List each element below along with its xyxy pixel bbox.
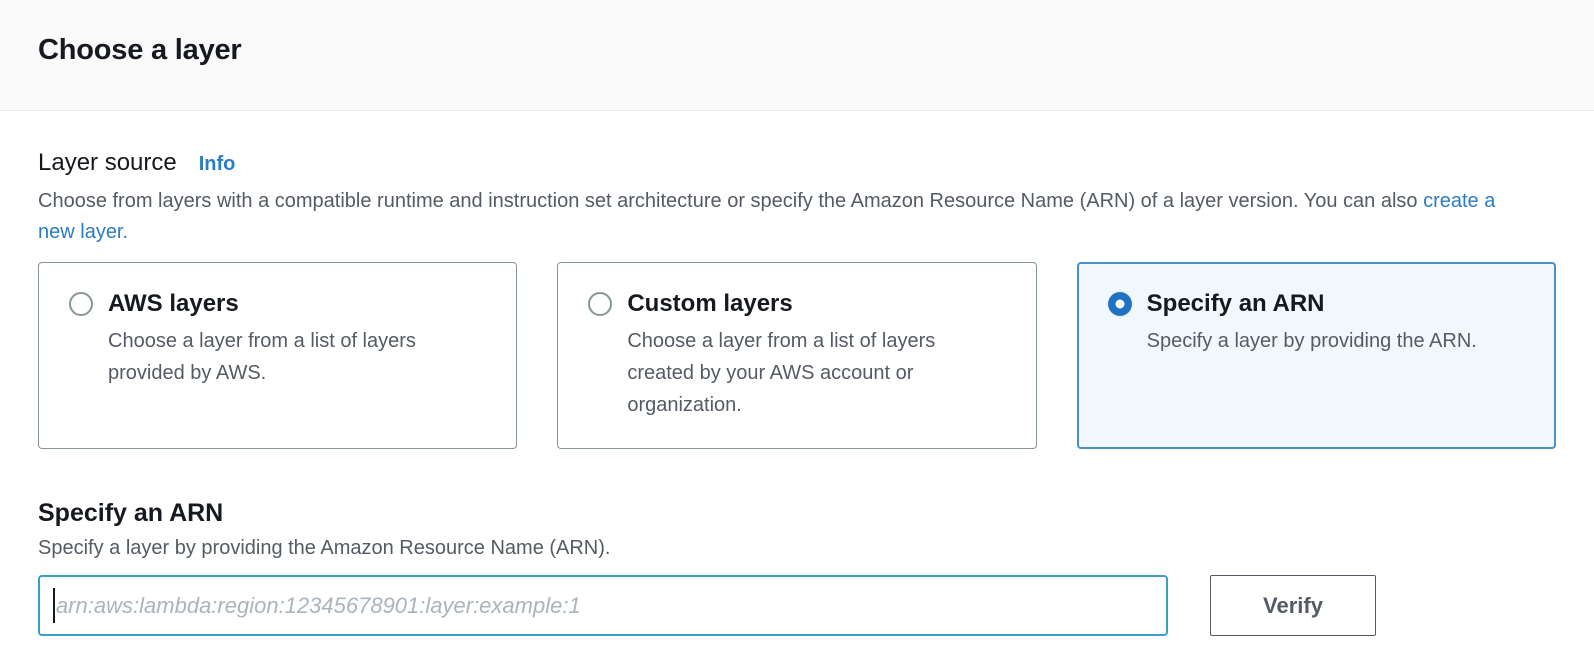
radio-custom-layers[interactable] xyxy=(588,292,613,316)
layer-source-description: Choose from layers with a compatible run… xyxy=(38,186,1500,248)
arn-input[interactable] xyxy=(38,575,1168,636)
option-card-specify-arn[interactable]: Specify an ARN Specify a layer by provid… xyxy=(1076,262,1556,449)
option-card-head: Custom layers xyxy=(588,290,1007,318)
specify-arn-description: Specify a layer by providing the Amazon … xyxy=(38,537,611,559)
option-description: Choose a layer from a list of layers cre… xyxy=(627,330,936,416)
layer-source-label-row: Layer source Info xyxy=(38,149,1556,177)
radio-specify-arn[interactable] xyxy=(1107,292,1132,316)
panel-header: Choose a layer xyxy=(0,0,1594,111)
option-card-custom-layers[interactable]: Custom layers Choose a layer from a list… xyxy=(557,262,1037,449)
arn-input-wrapper xyxy=(38,575,1168,636)
option-card-head: Specify an ARN xyxy=(1107,290,1527,318)
layer-source-description-text: Choose from layers with a compatible run… xyxy=(38,190,1424,212)
panel-body: Layer source Info Choose from layers wit… xyxy=(0,111,1594,636)
text-cursor xyxy=(53,588,55,623)
option-description: Specify a layer by providing the ARN. xyxy=(1146,330,1477,352)
option-card-aws-layers[interactable]: AWS layers Choose a layer from a list of… xyxy=(38,262,518,449)
option-title: AWS layers xyxy=(108,290,239,317)
verify-button[interactable]: Verify xyxy=(1210,575,1376,636)
specify-arn-heading: Specify an ARN xyxy=(38,499,224,527)
page-title: Choose a layer xyxy=(38,34,242,66)
option-title: Custom layers xyxy=(627,290,793,317)
create-new-layer-link[interactable]: create a new layer. xyxy=(38,190,1496,243)
option-card-head: AWS layers xyxy=(69,290,488,318)
layer-source-options: AWS layers Choose a layer from a list of… xyxy=(38,262,1556,449)
option-description: Choose a layer from a list of layers pro… xyxy=(108,330,416,384)
option-title: Specify an ARN xyxy=(1146,290,1325,317)
radio-aws-layers[interactable] xyxy=(69,292,93,316)
arn-input-row: Verify xyxy=(38,575,1556,636)
layer-source-label: Layer source xyxy=(38,149,177,176)
info-link[interactable]: Info xyxy=(198,153,236,175)
